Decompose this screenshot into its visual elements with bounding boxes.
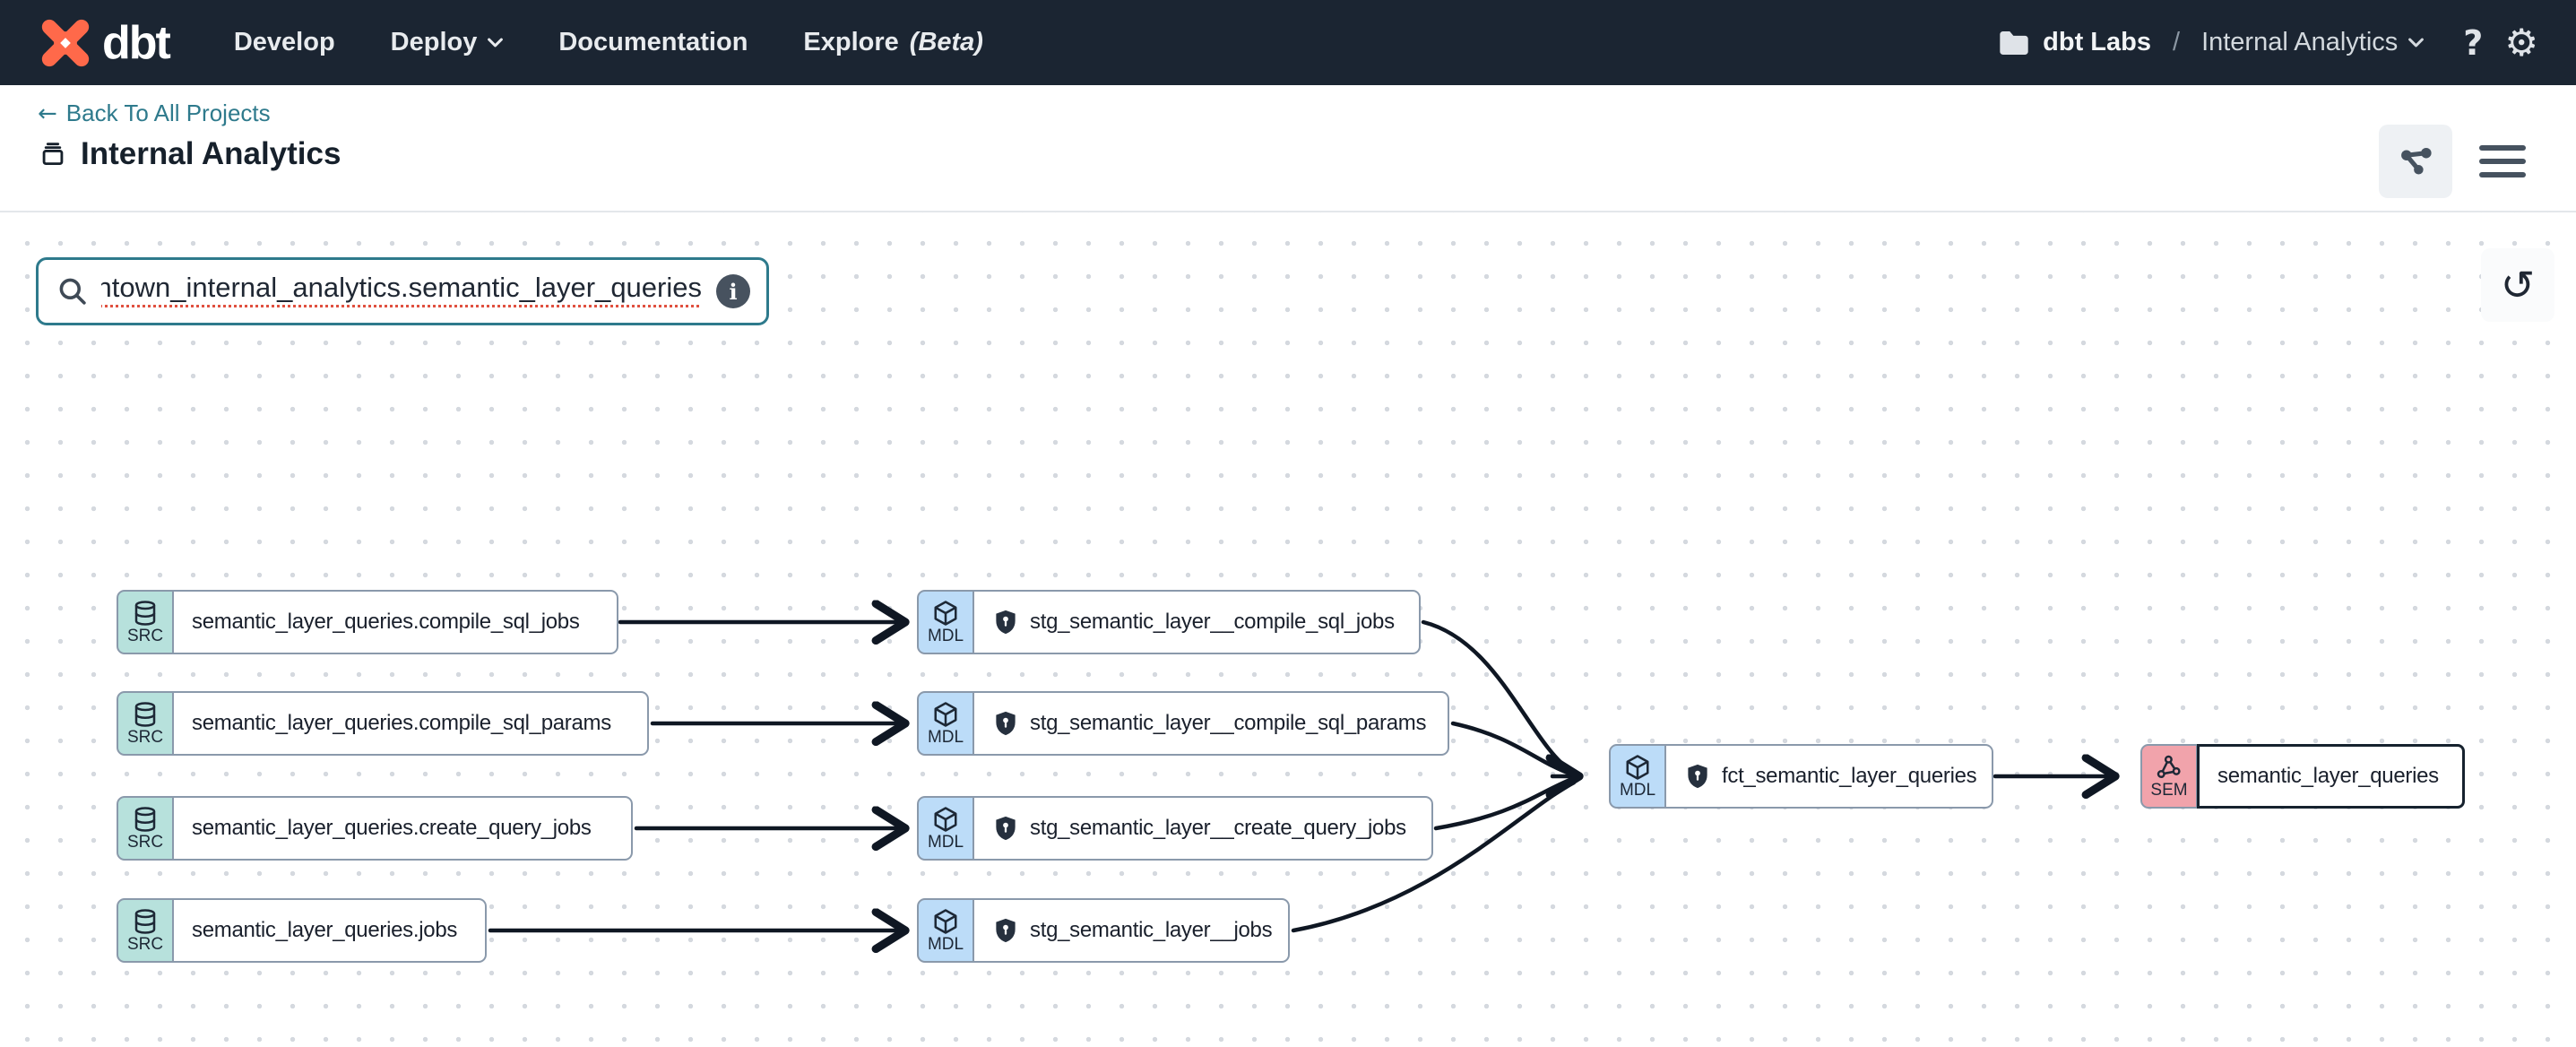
breadcrumb-project-select[interactable]: Internal Analytics [2201, 28, 2425, 57]
page-title: Internal Analytics [81, 136, 341, 171]
node-label: semantic_layer_queries.compile_sql_jobs [192, 610, 580, 634]
graph-node-semantic-model[interactable]: SEM semantic_layer_queries [2140, 744, 2465, 809]
project-icon [42, 143, 64, 166]
node-label: stg_semantic_layer__create_query_jobs [1030, 816, 1406, 840]
nav-item-explore[interactable]: Explore(Beta) [803, 28, 983, 56]
gear-icon[interactable]: ⚙ [2504, 20, 2538, 65]
database-icon [134, 909, 156, 934]
hamburger-menu-button[interactable] [2479, 132, 2538, 191]
database-icon [134, 807, 156, 832]
back-arrow-icon: ← [38, 100, 57, 127]
reset-icon: ↺ [2500, 261, 2536, 309]
node-type-badge: MDL [917, 796, 974, 861]
shield-icon [996, 816, 1016, 841]
node-type-badge: MDL [1609, 744, 1666, 809]
cube-icon [934, 909, 957, 934]
brand-text: dbt [102, 16, 171, 69]
shield-icon [996, 918, 1016, 943]
chevron-down-icon [2408, 38, 2425, 48]
node-type-badge: SRC [117, 691, 174, 756]
graph-node-source[interactable]: SRC semantic_layer_queries.create_query_… [117, 796, 633, 861]
nav-item-deploy[interactable]: Deploy [391, 28, 504, 57]
cube-icon [1626, 755, 1649, 780]
node-type-badge: MDL [917, 898, 974, 963]
lineage-canvas[interactable]: odel.fishtown_internal_analytics.semanti… [0, 212, 2576, 1045]
search-value: odel.fishtown_internal_analytics.semanti… [101, 272, 702, 303]
chevron-down-icon [488, 38, 504, 48]
node-label: stg_semantic_layer__compile_sql_jobs [1030, 610, 1395, 634]
reset-view-button[interactable]: ↺ [2481, 248, 2554, 322]
node-type-badge: SRC [117, 796, 174, 861]
help-icon[interactable]: ? [2463, 22, 2484, 63]
node-label: stg_semantic_layer__jobs [1030, 918, 1273, 942]
info-icon[interactable]: i [716, 274, 750, 308]
node-type-badge: SRC [117, 590, 174, 654]
semantic-graph-icon [2157, 755, 2181, 778]
graph-node-model[interactable]: MDL stg_semantic_layer__jobs [917, 898, 1290, 963]
nav-item-documentation[interactable]: Documentation [558, 28, 748, 56]
shield-icon [996, 610, 1016, 635]
cube-icon [934, 601, 957, 626]
menu-bar [2479, 172, 2526, 177]
shield-icon [1688, 764, 1707, 789]
breadcrumb-separator: / [2173, 28, 2181, 56]
lineage-icon [2401, 147, 2432, 175]
node-type-badge: MDL [917, 691, 974, 756]
node-label: fct_semantic_layer_queries [1722, 764, 1977, 788]
database-icon [134, 601, 156, 626]
top-nav-bar: dbt Develop Deploy Documentation Explore… [0, 0, 2576, 85]
database-icon [134, 702, 156, 727]
dbt-logo-icon [41, 19, 90, 66]
graph-node-model[interactable]: MDL stg_semantic_layer__create_query_job… [917, 796, 1433, 861]
back-to-projects-link[interactable]: ← Back To All Projects [38, 100, 271, 127]
shield-icon [996, 711, 1016, 736]
graph-node-source[interactable]: SRC semantic_layer_queries.compile_sql_j… [117, 590, 618, 654]
cube-icon [934, 702, 957, 727]
node-label: semantic_layer_queries.jobs [192, 918, 458, 942]
nav-item-develop[interactable]: Develop [233, 28, 335, 56]
folder-icon [2000, 30, 2028, 55]
graph-node-model[interactable]: MDL fct_semantic_layer_queries [1609, 744, 1993, 809]
breadcrumb-org[interactable]: dbt Labs [1998, 28, 2151, 57]
menu-bar [2479, 145, 2526, 151]
graph-node-source[interactable]: SRC semantic_layer_queries.compile_sql_p… [117, 691, 649, 756]
graph-node-source[interactable]: SRC semantic_layer_queries.jobs [117, 898, 487, 963]
node-type-badge: SEM [2140, 744, 2198, 809]
search-input[interactable]: odel.fishtown_internal_analytics.semanti… [36, 257, 769, 325]
search-icon [59, 278, 86, 305]
node-label: stg_semantic_layer__compile_sql_params [1030, 711, 1427, 735]
lineage-view-button[interactable] [2379, 125, 2452, 198]
graph-node-model[interactable]: MDL stg_semantic_layer__compile_sql_jobs [917, 590, 1421, 654]
cube-icon [934, 807, 957, 832]
node-label: semantic_layer_queries [2217, 764, 2439, 788]
menu-bar [2479, 159, 2526, 164]
lineage-edges [488, 212, 2576, 1045]
node-type-badge: MDL [917, 590, 974, 654]
dbt-logo[interactable]: dbt [38, 15, 171, 71]
node-type-badge: SRC [117, 898, 174, 963]
page-header: ← Back To All Projects Internal Analytic… [0, 85, 2576, 212]
graph-node-model[interactable]: MDL stg_semantic_layer__compile_sql_para… [917, 691, 1449, 756]
node-label: semantic_layer_queries.create_query_jobs [192, 816, 592, 840]
node-label: semantic_layer_queries.compile_sql_param… [192, 711, 611, 735]
